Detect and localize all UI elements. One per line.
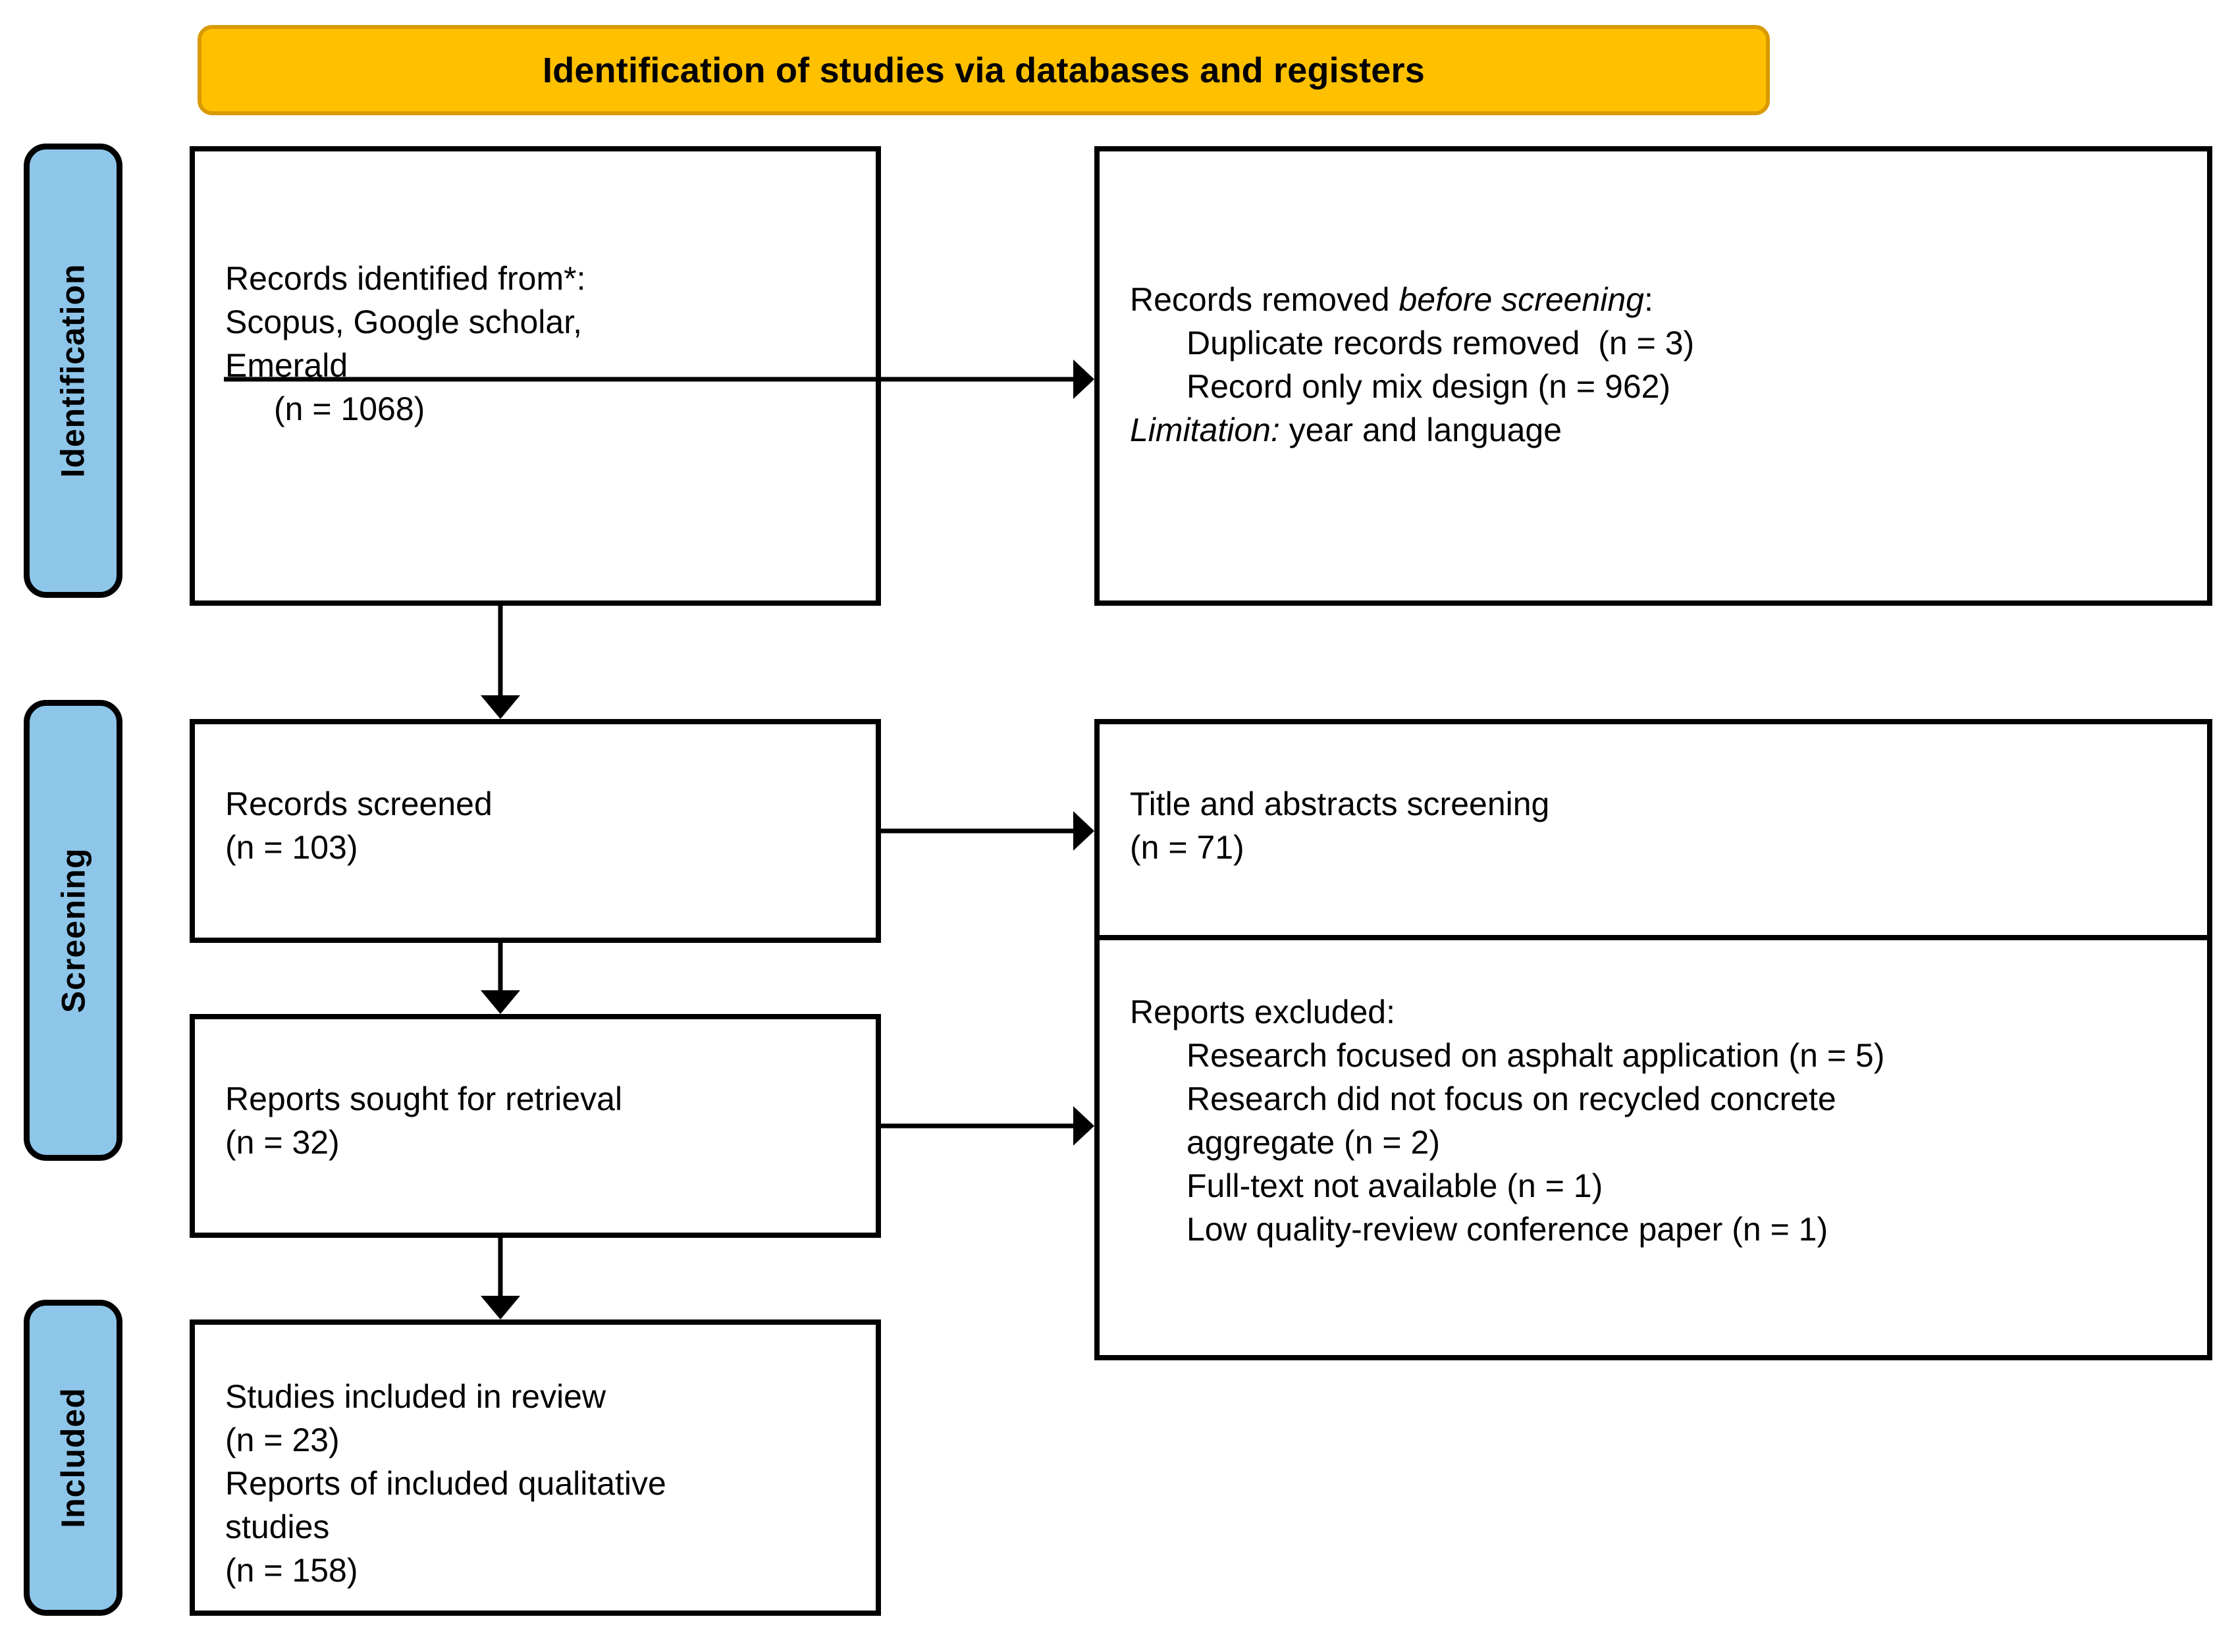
reports-excluded-item-2-cont: aggregate (n = 2)	[1186, 1124, 1440, 1161]
reports-sought-count: (n = 32)	[225, 1124, 340, 1161]
title-abstracts-label: Title and abstracts screening	[1130, 786, 1550, 822]
box-reports-excluded: Reports excluded: Research focused on as…	[1094, 935, 2212, 1360]
reports-excluded-item-2: Research did not focus on recycled concr…	[1186, 1080, 1836, 1117]
records-removed-item-1: Duplicate records removed (n = 3)	[1186, 325, 1695, 361]
records-screened-label: Records screened	[225, 786, 493, 822]
box-studies-included: Studies included in review (n = 23) Repo…	[190, 1319, 881, 1616]
records-removed-limitation-label: Limitation:	[1130, 412, 1280, 448]
arrow-screened-to-sought	[481, 943, 520, 1014]
records-removed-limitation-value: year and language	[1279, 412, 1562, 448]
reports-excluded-heading: Reports excluded:	[1130, 994, 1396, 1030]
records-removed-limitation: Limitation: year and language	[1130, 408, 2189, 452]
arrow-screened-to-title-abstracts	[881, 811, 1094, 851]
records-identified-line-3: Emerald	[225, 347, 348, 384]
reports-included-label-cont: studies	[225, 1508, 330, 1545]
records-removed-heading-italic: before screening	[1399, 281, 1644, 318]
records-screened-count: (n = 103)	[225, 829, 358, 866]
arrow-sought-to-included	[481, 1238, 520, 1319]
diagram-title: Identification of studies via databases …	[543, 50, 1425, 90]
reports-included-label: Reports of included qualitative	[225, 1465, 666, 1502]
records-identified-line-1: Records identified from*:	[225, 260, 586, 297]
reports-sought-label: Reports sought for retrieval	[225, 1080, 623, 1117]
stage-tab-identification-label: Identification	[55, 263, 92, 478]
stage-tab-screening: Screening	[24, 700, 122, 1161]
records-identified-count: (n = 1068)	[274, 390, 425, 427]
stage-tab-included-label: Included	[55, 1387, 92, 1528]
arrow-identified-to-screened	[481, 606, 520, 719]
records-removed-item-2: Record only mix design (n = 962)	[1186, 368, 1671, 405]
box-records-identified: Records identified from*: Scopus, Google…	[190, 146, 881, 606]
records-removed-heading: Records removed before screening:	[1130, 278, 2189, 321]
stage-tab-screening-label: Screening	[55, 847, 92, 1013]
studies-included-label: Studies included in review	[225, 1378, 606, 1415]
reports-excluded-item-4: Low quality-review conference paper (n =…	[1186, 1211, 1828, 1248]
stage-tab-included: Included	[24, 1300, 122, 1616]
records-identified-line-2: Scopus, Google scholar,	[225, 304, 582, 340]
box-records-removed: Records removed before screening: Duplic…	[1094, 146, 2212, 606]
diagram-header-banner: Identification of studies via databases …	[198, 25, 1770, 115]
stage-tab-identification: Identification	[24, 144, 122, 598]
records-removed-heading-tail: :	[1643, 281, 1653, 318]
box-reports-sought: Reports sought for retrieval (n = 32)	[190, 1014, 881, 1238]
reports-excluded-item-3: Full-text not available (n = 1)	[1186, 1167, 1603, 1204]
arrow-sought-to-excluded	[881, 1106, 1094, 1146]
records-removed-heading-plain: Records removed	[1130, 281, 1399, 318]
title-abstracts-count: (n = 71)	[1130, 829, 1244, 866]
reports-excluded-item-1: Research focused on asphalt application …	[1186, 1037, 1885, 1074]
box-records-screened: Records screened (n = 103)	[190, 719, 881, 943]
box-title-abstracts-screening: Title and abstracts screening (n = 71)	[1094, 719, 2212, 943]
studies-included-count: (n = 23)	[225, 1422, 340, 1458]
reports-included-count: (n = 158)	[225, 1552, 358, 1589]
